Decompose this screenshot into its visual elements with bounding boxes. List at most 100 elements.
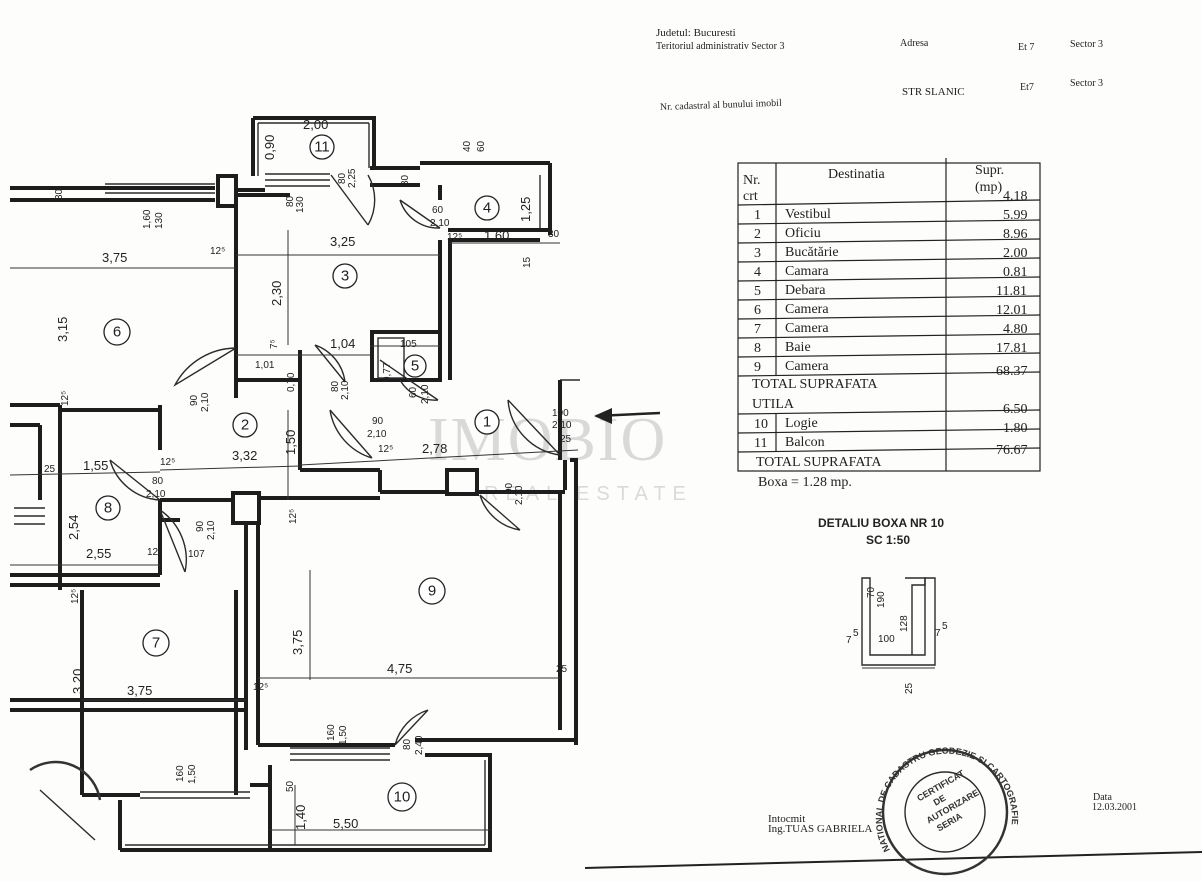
etaj-label-1: Et 7: [1018, 42, 1034, 53]
left-stamp-icon: [29, 760, 102, 841]
room-2-label: 2: [232, 412, 258, 438]
detail-boxa: DETALIU BOXA NR 10 SC 1:50 70 190 128 10…: [818, 516, 948, 694]
dim-label: 1,60: [484, 228, 509, 243]
col-dest-header: Destinatia: [828, 167, 886, 182]
room-number: 4: [483, 200, 491, 217]
row-dest: Logie: [785, 416, 818, 431]
row-supr: 11.81: [996, 284, 1027, 299]
col-supr-header-1: Supr.: [975, 163, 1004, 178]
door-swings: [109, 174, 580, 746]
table-row: 11 Balcon 1.80: [754, 421, 1028, 451]
dim-label: 12⁵: [147, 547, 162, 558]
row-nr: 11: [754, 436, 767, 451]
room-number: 2: [241, 417, 249, 434]
dim-label: 80: [337, 172, 348, 184]
room-number: 6: [113, 324, 121, 341]
stamp-text: NATIONAL DE CADASTRU GEODEZIE SI CARTOGR…: [874, 746, 1020, 854]
dim-label: 2,10: [146, 489, 166, 500]
etaj-label-2: Et7: [1020, 82, 1034, 93]
dim-label: 3,20: [70, 669, 85, 694]
row-supr: 1.80: [1003, 421, 1028, 436]
dim-label: 160: [326, 724, 337, 741]
dim-label: 60: [476, 140, 487, 152]
dim-label: 60: [408, 386, 419, 398]
dim-label: 30: [548, 229, 560, 240]
dim-label: 130: [154, 212, 165, 229]
dim-label: 80: [152, 476, 164, 487]
dim-label: 3,25: [330, 234, 355, 249]
engineer-name: Ing.TUAS GABRIELA: [768, 823, 873, 835]
detail-dim-7b: 7: [935, 628, 941, 639]
dim-label: 25: [560, 434, 572, 445]
dim-label: 60: [432, 205, 444, 216]
row-supr: 17.81: [996, 341, 1028, 356]
room-5-label: 5: [403, 354, 427, 378]
dim-label: 2,10: [206, 520, 217, 540]
table-row: 5 Debara 0.81: [754, 265, 1028, 299]
row-dest: Camera: [785, 321, 829, 336]
dim-label: 2,10: [514, 485, 525, 505]
dim-label: 25: [44, 464, 56, 475]
dim-label: 2,54: [66, 515, 81, 540]
row-dest: Balcon: [785, 435, 825, 450]
room-number: 9: [428, 583, 436, 600]
row-nr: 4: [754, 265, 761, 280]
dim-label: 2,00: [303, 117, 328, 132]
total-utila-label-2: UTILA: [752, 397, 795, 412]
dim-label: 130: [295, 196, 306, 213]
table-row: 1 Vestibul 4.18: [754, 189, 1028, 223]
header: Judetul: Bucuresti Teritoriul administra…: [656, 27, 1103, 113]
dim-label: 2,10: [430, 218, 450, 229]
dim-label: 5,50: [333, 816, 358, 831]
dim-label: 2,10: [200, 392, 211, 412]
dim-label: 12⁵: [210, 246, 225, 257]
room-9-label: 9: [418, 577, 446, 605]
room-6-label: 6: [103, 318, 131, 346]
room-4-label: 4: [474, 195, 500, 221]
room-number: 8: [104, 500, 112, 517]
dim-label: 90: [372, 416, 384, 427]
data-label: Data: [1093, 792, 1112, 803]
detail-dim-5a: 5: [853, 628, 859, 639]
row-nr: 3: [754, 246, 761, 261]
room-8-label: 8: [95, 495, 121, 521]
table-row: 9 Camera 17.81: [754, 341, 1028, 375]
row-nr: 1: [754, 208, 761, 223]
room-number: 5: [411, 358, 419, 375]
sector-label-2: Sector 3: [1070, 78, 1103, 89]
row-dest: Debara: [785, 283, 826, 298]
row-supr: 5.99: [1003, 208, 1028, 223]
dim-label: 90: [504, 482, 515, 494]
room-number: 3: [341, 268, 349, 285]
data-value: 12.03.2001: [1092, 802, 1137, 813]
room-3-label: 3: [332, 263, 358, 289]
row-dest: Baie: [785, 340, 811, 355]
row-nr: 5: [754, 284, 761, 299]
total-utila-label-1: TOTAL SUPRAFATA: [752, 377, 878, 392]
room-number: 1: [483, 414, 491, 431]
walls: [10, 116, 578, 852]
dim-label: 40: [462, 140, 473, 152]
dim-label: 1,60: [142, 209, 153, 229]
table-row: 2 Oficiu 5.99: [754, 208, 1028, 242]
table-row: 4 Camara 2.00: [754, 246, 1028, 280]
dim-label: 3,32: [232, 448, 257, 463]
area-table: Nr. crt Destinatia Supr. (mp) 1 Vestibul…: [737, 158, 1041, 490]
watermark-brand: IMOBIO: [428, 406, 667, 474]
detail-dim-5b: 5: [942, 621, 948, 632]
dim-label: 107: [188, 549, 205, 560]
dim-label: 2,10: [367, 429, 387, 440]
row-dest: Camera: [785, 359, 829, 374]
dim-label: 3,75: [102, 250, 127, 265]
row-supr: 0.81: [1003, 265, 1028, 280]
room-number: 11: [314, 139, 330, 156]
dim-label: 1,50: [283, 430, 298, 455]
boxa-label: Boxa = 1.28 mp.: [758, 475, 852, 490]
teritoriu-label: Teritoriul administrativ Sector 3: [656, 41, 784, 52]
room-labels: 1 2 3 4 5 6 7 8: [95, 134, 500, 812]
dim-label: 2,55: [86, 546, 111, 561]
dim-label: 3,75: [127, 683, 152, 698]
detail-dim-128: 128: [899, 615, 910, 632]
row-dest: Camera: [785, 302, 829, 317]
